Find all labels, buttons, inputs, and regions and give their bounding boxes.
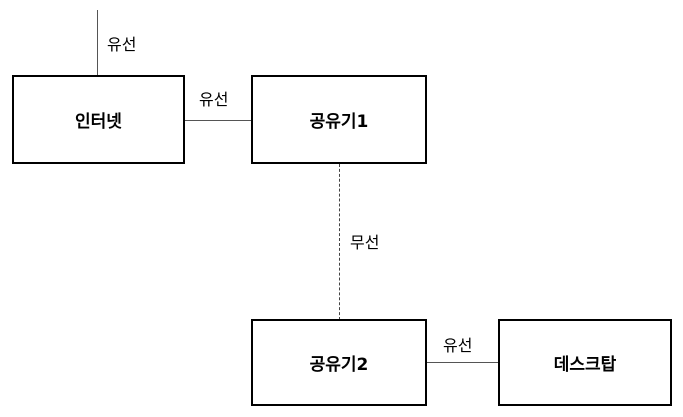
router1-router2-wireless-link	[339, 164, 340, 320]
router1-router2-label: 무선	[350, 233, 380, 252]
desktop-node-label: 데스크탑	[553, 355, 617, 375]
router2-desktop-label: 유선	[443, 336, 473, 355]
router2-desktop-wire	[426, 362, 500, 363]
router1-node: 공유기1	[251, 75, 427, 164]
internet-node-label: 인터넷	[75, 112, 122, 132]
internet-node: 인터넷	[12, 75, 185, 164]
uplink-label: 유선	[107, 35, 137, 54]
router2-node: 공유기2	[251, 319, 427, 406]
internet-router1-label: 유선	[199, 90, 229, 109]
uplink-wire	[97, 10, 98, 75]
router1-node-label: 공유기1	[309, 112, 369, 132]
internet-router1-wire	[184, 120, 252, 121]
desktop-node: 데스크탑	[498, 319, 672, 406]
router2-node-label: 공유기2	[309, 355, 369, 375]
